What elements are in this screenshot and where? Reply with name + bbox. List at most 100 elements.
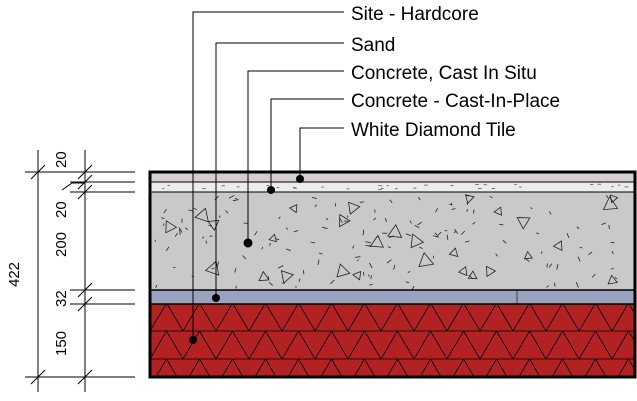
aggregate-speck <box>261 246 264 250</box>
aggregate-stone <box>602 196 619 211</box>
aggregate-speck <box>277 265 284 269</box>
aggregate-speck <box>489 195 493 199</box>
aggregate-speck <box>453 231 457 233</box>
aggregate-speck <box>566 232 570 239</box>
dim-label-tile: 20 <box>53 151 70 168</box>
aggregate-speck <box>365 241 371 244</box>
callout-dots <box>189 175 304 344</box>
aggregate-speck <box>293 230 299 233</box>
aggregate-stone <box>352 270 362 281</box>
aggregate-speck <box>384 217 387 223</box>
aggregate-stone <box>258 270 270 282</box>
aggregate-speck <box>362 229 365 236</box>
aggregate-speck <box>405 281 410 284</box>
aggregate-speck <box>588 251 593 256</box>
aggregate-speck <box>386 259 392 264</box>
aggregate-speck <box>614 276 618 280</box>
aggregate-speck <box>354 256 361 258</box>
aggregate-speck <box>314 204 317 208</box>
sand-layer <box>150 290 635 304</box>
aggregate-speck <box>325 217 329 221</box>
dot-white-diamond-tile <box>296 175 304 183</box>
aggregate-speck <box>468 274 473 279</box>
aggregate-speck <box>225 210 229 214</box>
aggregate-speck <box>162 223 165 226</box>
aggregate-speck <box>495 253 499 257</box>
aggregate-speck <box>310 241 316 244</box>
aggregate-speck <box>460 230 466 235</box>
aggregate-speck <box>369 283 373 286</box>
aggregate-speck <box>234 268 237 273</box>
leader-site-hardcore <box>192 11 344 340</box>
aggregate-speck <box>352 245 355 249</box>
aggregate-stone <box>467 270 478 280</box>
label-concrete-cast-in-situ: Concrete, Cast In Situ <box>351 63 537 84</box>
leader-concrete-cast-in-situ <box>247 70 344 243</box>
aggregate-speck <box>369 262 373 269</box>
aggregate-stone <box>338 213 351 228</box>
aggregate-speck <box>472 221 476 225</box>
aggregate-speck <box>556 264 559 270</box>
aggregate-speck <box>235 285 237 289</box>
aggregate-stone <box>280 270 294 284</box>
aggregate-speck <box>161 217 165 220</box>
callout-labels: Site - Hardcore Sand Concrete, Cast In S… <box>351 4 560 141</box>
aggregate-speck <box>409 220 412 224</box>
aggregate-speck <box>444 230 448 232</box>
aggregate-speck <box>363 272 365 276</box>
aggregate-speck <box>611 250 614 255</box>
aggregate-stone <box>348 201 361 215</box>
aggregate-stone <box>486 265 497 278</box>
concrete-aggregate-texture <box>154 183 629 292</box>
aggregate-stone <box>523 250 533 260</box>
aggregate-speck <box>549 211 552 215</box>
aggregate-speck <box>546 285 549 288</box>
aggregate-speck <box>464 240 470 243</box>
aggregate-speck <box>211 267 215 270</box>
aggregate-stone <box>448 247 459 258</box>
aggregate-speck <box>419 246 423 249</box>
site-hardcore-layer <box>150 304 635 377</box>
concrete-layer <box>150 192 635 290</box>
section-layers <box>148 170 637 379</box>
aggregate-speck <box>330 279 335 285</box>
aggregate-stone <box>552 240 563 252</box>
dot-sand <box>212 294 220 302</box>
aggregate-stone <box>493 206 502 216</box>
dimension-tick <box>77 184 93 200</box>
dim-label-sand: 32 <box>53 290 70 307</box>
label-white-diamond-tile: White Diamond Tile <box>351 120 516 141</box>
dimension-chain <box>25 150 135 392</box>
aggregate-speck <box>311 197 317 199</box>
label-sand: Sand <box>351 35 395 56</box>
aggregate-stone <box>268 233 277 243</box>
dim-label-concrete: 200 <box>53 232 70 257</box>
label-site-hardcore: Site - Hardcore <box>351 4 479 25</box>
aggregate-speck <box>601 222 607 225</box>
aggregate-stone <box>464 194 475 204</box>
aggregate-speck <box>155 284 158 288</box>
aggregate-speck <box>579 246 583 249</box>
aggregate-speck <box>165 246 170 251</box>
aggregate-speck <box>610 268 614 270</box>
aggregate-stone <box>194 207 209 223</box>
aggregate-stone <box>369 234 384 248</box>
dot-concrete-cast-in-place <box>267 186 275 194</box>
aggregate-stone <box>288 203 298 214</box>
aggregate-speck <box>174 232 178 238</box>
dim-label-hardcore: 150 <box>53 331 70 356</box>
aggregate-speck <box>286 248 291 252</box>
aggregate-speck <box>446 234 449 241</box>
aggregate-speck <box>234 198 238 200</box>
aggregate-speck <box>548 263 553 268</box>
aggregate-speck <box>414 225 420 229</box>
aggregate-speck <box>278 216 281 219</box>
aggregate-speck <box>322 226 328 229</box>
aggregate-speck <box>437 231 442 236</box>
dot-site-hardcore <box>189 336 197 344</box>
aggregate-stone <box>410 233 425 249</box>
aggregate-speck <box>370 275 373 280</box>
aggregate-speck <box>407 271 411 273</box>
aggregate-speck <box>576 226 580 230</box>
aggregate-speck <box>605 194 609 199</box>
